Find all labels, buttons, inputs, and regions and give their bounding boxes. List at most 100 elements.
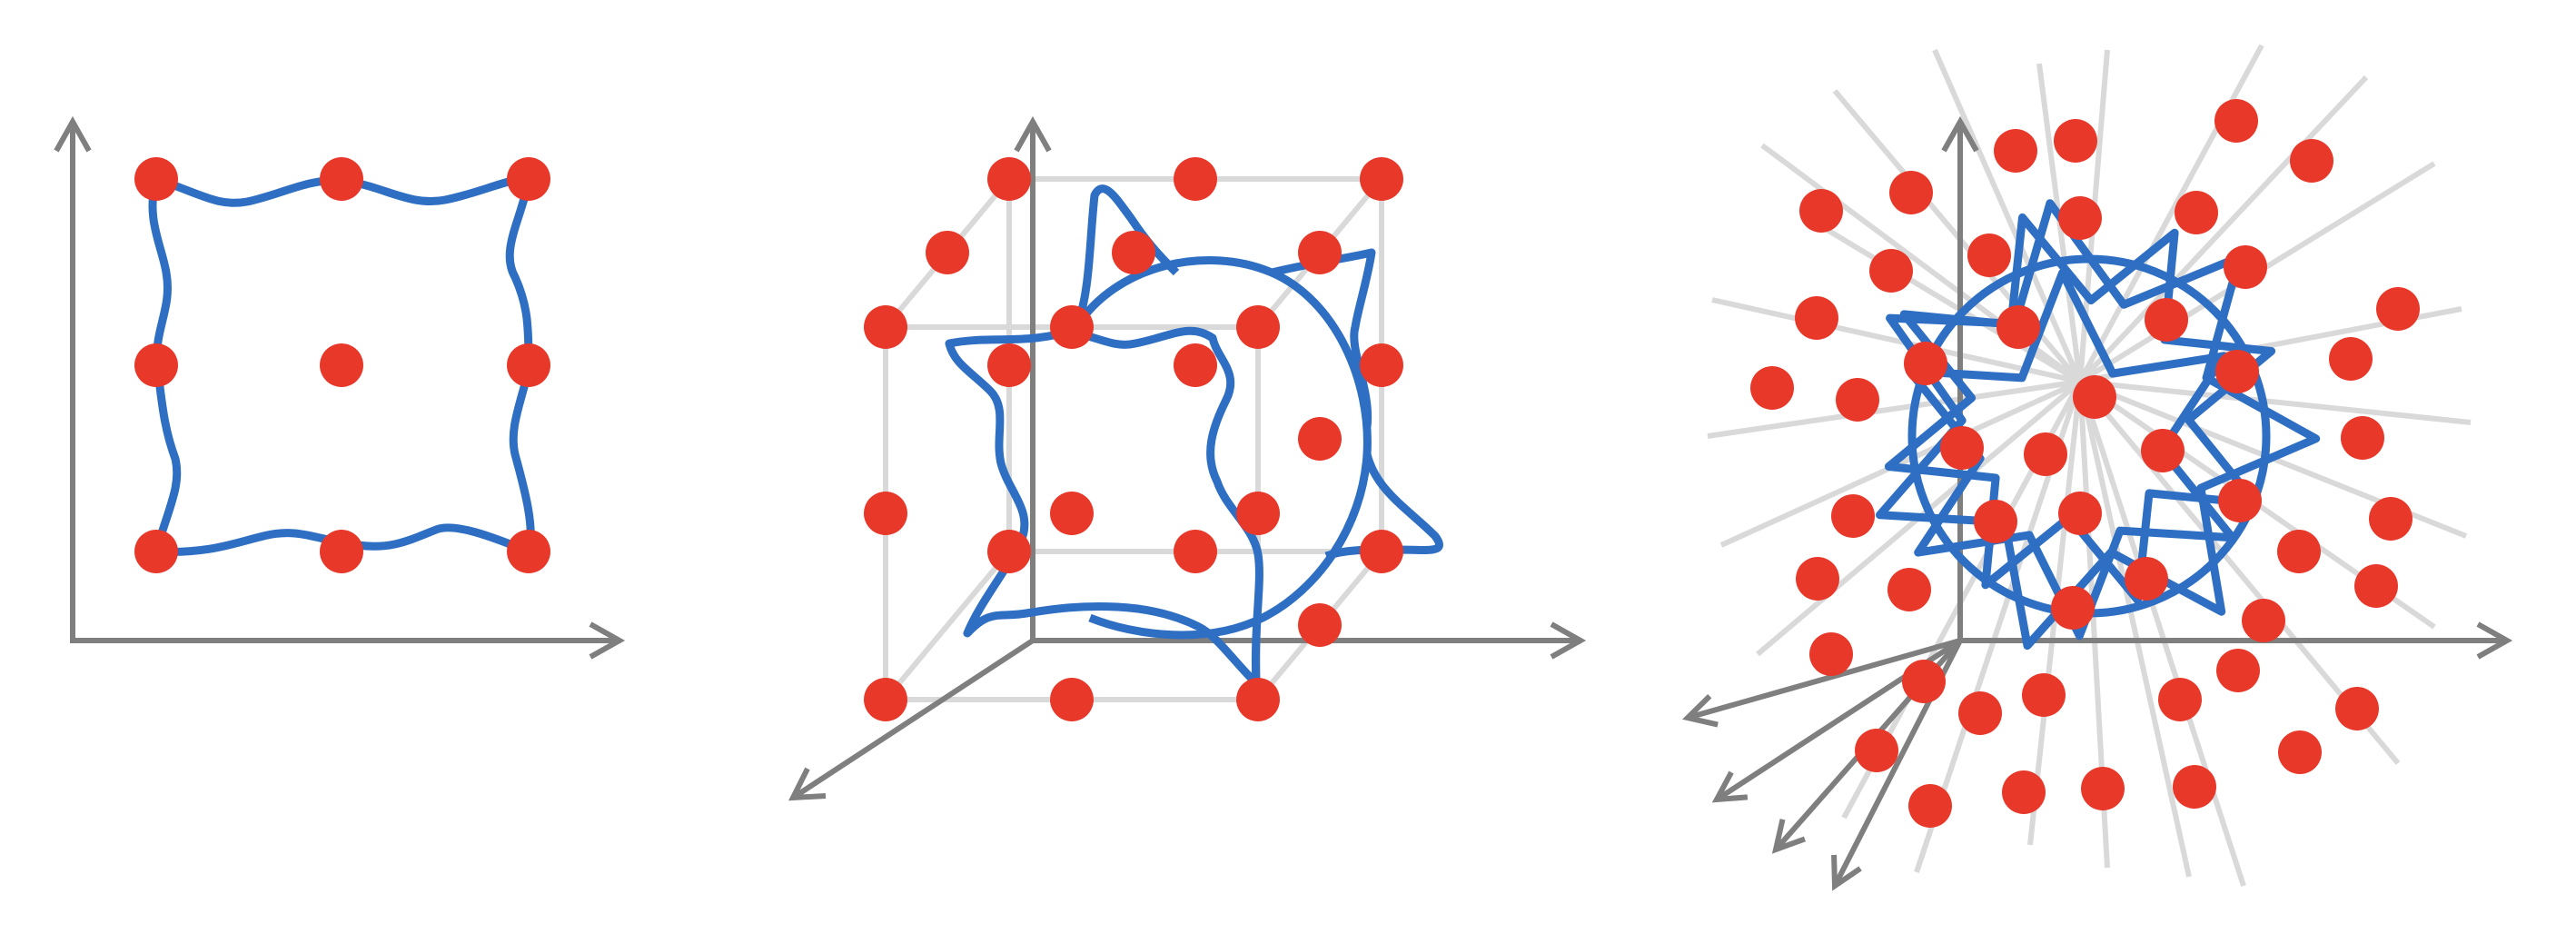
lattice-point [1994, 129, 2037, 173]
lattice-point [2335, 687, 2379, 730]
radial-line [2077, 75, 2369, 384]
lattice-point [2215, 350, 2259, 393]
grid-point [134, 343, 178, 387]
lattice-point [864, 678, 907, 721]
extra-axis-arrow-icon [1711, 770, 1749, 803]
radial-line [1707, 379, 2081, 439]
grid-point [507, 157, 550, 201]
radial-line [1711, 297, 2081, 384]
grid-point [134, 157, 178, 201]
extra-axis-arrow-icon [1681, 694, 1719, 728]
extra-axis [1687, 638, 1961, 720]
lattice-point [1298, 417, 1342, 461]
grid-point [320, 530, 363, 573]
panel-nd-svg [1681, 44, 2513, 891]
lattice-point [2278, 730, 2322, 774]
lattice-point [864, 305, 907, 349]
lattice-point [1902, 660, 1946, 703]
radial-line [1719, 379, 2082, 548]
y-axis-arrow-icon [54, 115, 92, 153]
x-axis-arrow-icon [589, 621, 626, 660]
lattice-point [1174, 157, 1217, 201]
lattice-point [2051, 586, 2095, 630]
lattice-point [2242, 599, 2285, 642]
z-axis-arrow-icon [1014, 115, 1052, 153]
lattice-point [2058, 196, 2102, 240]
lattice-point [1360, 343, 1403, 387]
lattice-point [1796, 557, 1839, 601]
grid-point [320, 343, 363, 387]
lattice-point [1174, 530, 1217, 573]
panel-high-dim [1635, 0, 2576, 934]
x-axis-3d-arrow-icon [1550, 621, 1587, 660]
lattice-point [2081, 767, 2125, 810]
lattice-point [2329, 337, 2373, 381]
lattice-point [1889, 171, 1933, 214]
lattice-point [1360, 157, 1403, 201]
lattice-point [1298, 231, 1342, 274]
lattice-point [864, 492, 907, 535]
lattice-point [1869, 249, 1913, 293]
lattice-point [1795, 296, 1838, 340]
lattice-point [2058, 492, 2102, 535]
lattice-point [1750, 366, 1794, 410]
lattice-point [1236, 678, 1280, 721]
lattice-point [1799, 189, 1843, 233]
lattice-point [1050, 305, 1094, 349]
grid-point [320, 157, 363, 201]
radial-line [2079, 379, 2472, 425]
lattice-point [2175, 191, 2218, 234]
front-star-curve [945, 326, 1263, 688]
axes-2d [54, 115, 626, 660]
extra-axis-arrow-icon [1831, 854, 1862, 891]
panel-3d-grid [727, 0, 1635, 934]
lattice-point [926, 231, 969, 274]
grid-point [507, 343, 550, 387]
lattice-point [2216, 649, 2260, 692]
panel-3d-svg [788, 115, 1587, 801]
lattice-point [1298, 603, 1342, 647]
lattice-point [1809, 632, 1853, 676]
grid-point [507, 530, 550, 573]
panel-2d-grid [0, 0, 663, 934]
extra-axis-arrow-icon [1771, 819, 1806, 854]
lattice-point [1050, 492, 1094, 535]
lattice-point [2277, 530, 2321, 573]
lattice-point [1836, 378, 1879, 422]
lattice-point [1360, 530, 1403, 573]
grid-points-nd [1750, 99, 2420, 828]
lattice-point [1904, 342, 1947, 385]
lattice-point [2376, 287, 2420, 331]
lattice-point [1940, 426, 1984, 470]
lattice-point [1996, 305, 2040, 349]
lattice-point [2145, 298, 2188, 342]
lattice-point [1887, 568, 1931, 611]
grid-points-3d [864, 157, 1403, 721]
horizontal-axis-nd-arrow-icon [2476, 621, 2513, 660]
depth-axis [791, 638, 1035, 800]
grid-points-2d [134, 157, 550, 573]
lattice-point [1967, 234, 2011, 277]
lattice-point [2224, 245, 2267, 289]
lattice-point [2218, 479, 2262, 522]
lattice-point [1974, 500, 2017, 543]
depth-axis-arrow-icon [788, 767, 827, 801]
circular-outline [1073, 256, 1372, 640]
right-spike-lower [1324, 452, 1443, 561]
lattice-point [2290, 139, 2333, 183]
lattice-point [1831, 494, 1875, 538]
lattice-point [2158, 678, 2202, 721]
lattice-point [2125, 557, 2168, 601]
axes-3d [788, 115, 1587, 801]
lattice-point [2173, 765, 2216, 809]
lattice-point [2341, 416, 2384, 460]
boundary-surface-3d [945, 184, 1443, 688]
lattice-point [1236, 492, 1280, 535]
lattice-point [2002, 770, 2046, 814]
lattice-point [2024, 432, 2067, 476]
radial-line [2077, 381, 2192, 878]
lattice-point [987, 343, 1031, 387]
lattice-point [2354, 564, 2398, 608]
lattice-point [987, 530, 1031, 573]
